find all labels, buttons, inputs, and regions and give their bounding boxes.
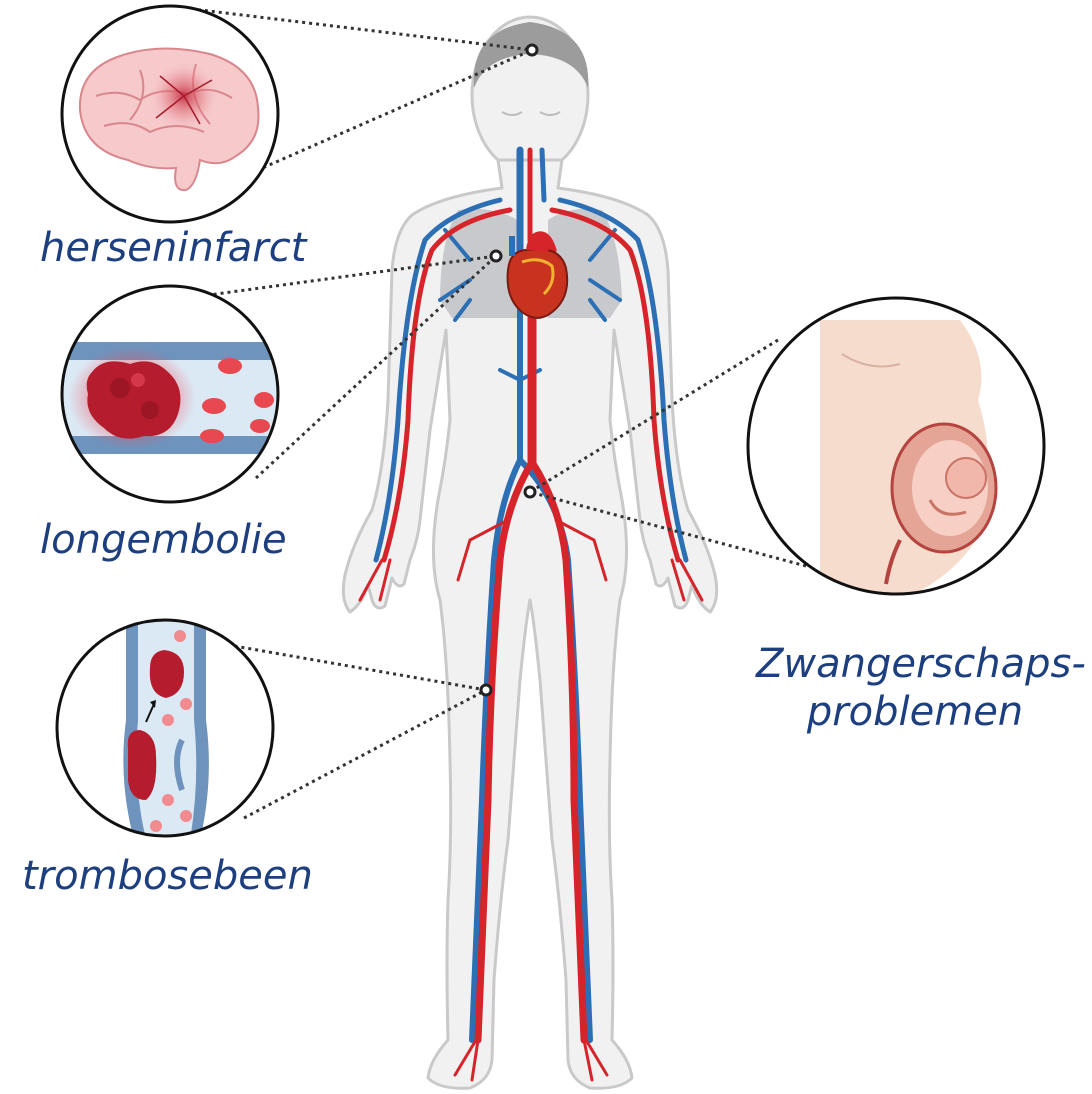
leg-thrombosis-label: trombosebeen xyxy=(22,852,313,900)
brain-callout xyxy=(62,6,278,222)
brain-anchor-dot xyxy=(527,45,537,55)
embolus-vessel-icon xyxy=(50,342,290,454)
vein-clot-icon xyxy=(123,620,209,840)
pregnancy-problems-label: Zwangerschaps- problemen xyxy=(756,640,1074,736)
lung-embolism-callout xyxy=(50,286,290,502)
leg-thrombosis-callout xyxy=(57,620,273,840)
lung-anchor-dot xyxy=(491,251,501,261)
lung-embolism-label: longembolie xyxy=(40,516,287,564)
brain-infarct-label: herseninfarct xyxy=(40,224,306,272)
pregnancy-label-line1: Zwangerschaps- xyxy=(756,640,1074,688)
pelvis-anchor-dot xyxy=(525,487,535,497)
leg-anchor-dot xyxy=(481,685,491,695)
pregnancy-callout xyxy=(748,298,1044,600)
pregnancy-label-line2: problemen xyxy=(756,688,1074,736)
human-circulatory-system-illustration xyxy=(343,17,716,1088)
